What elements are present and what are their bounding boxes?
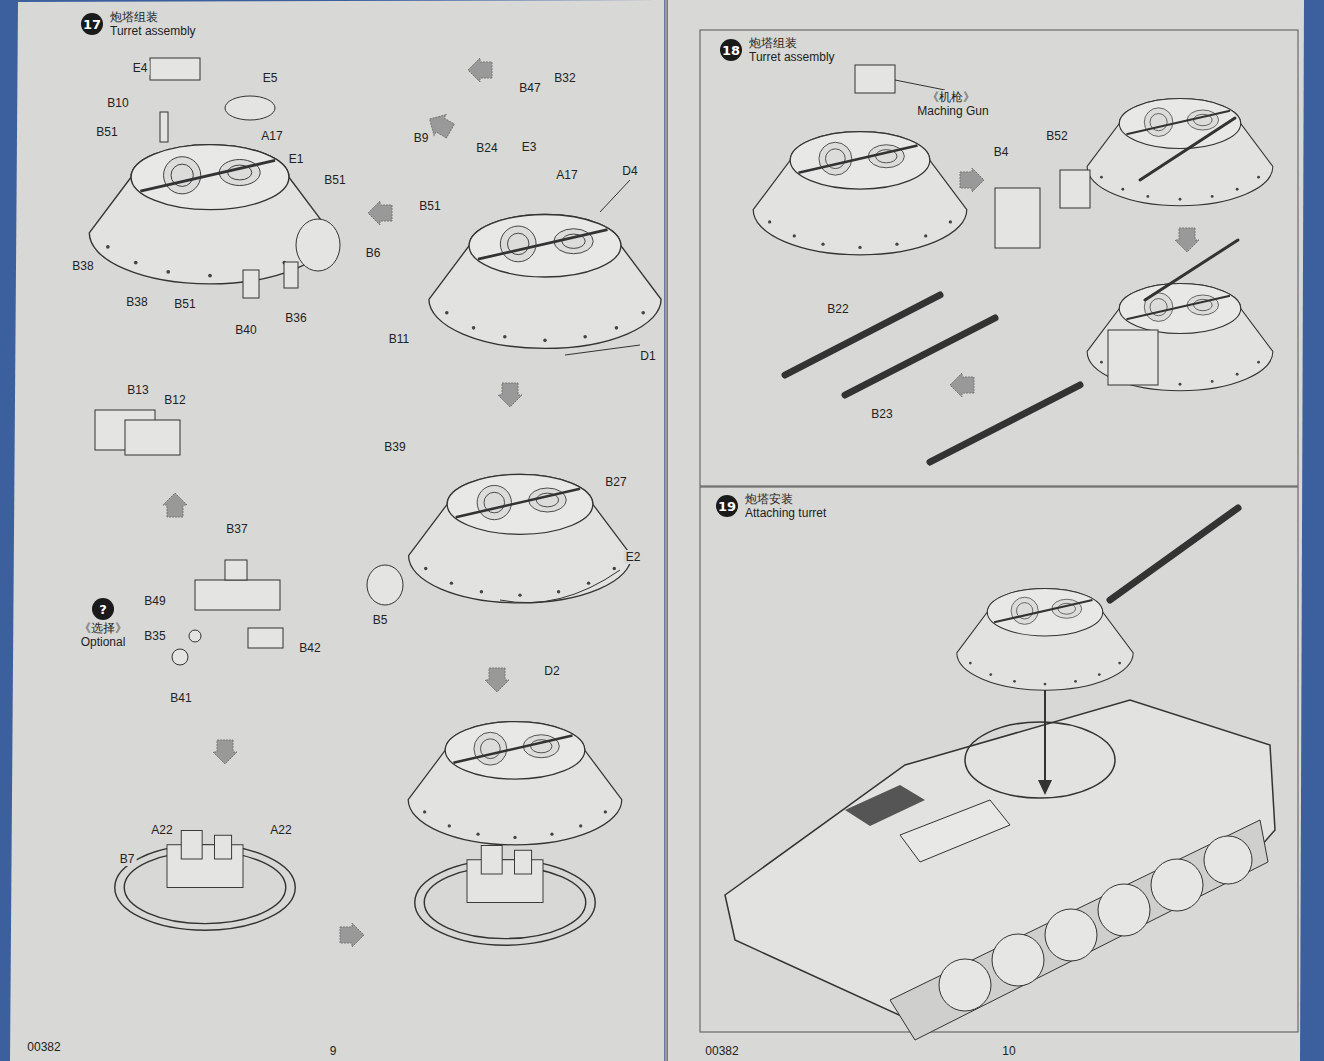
- part-number: Maching Gun: [915, 104, 990, 118]
- part-number: B36: [283, 311, 308, 325]
- part-number: B9: [412, 131, 431, 145]
- part-number: B10: [105, 96, 130, 110]
- part-number: E1: [287, 152, 306, 166]
- step-title: 炮塔组装: [109, 10, 197, 24]
- optional-marker: ?《选择》Optional: [78, 598, 128, 649]
- step-title: Attaching turret: [744, 506, 827, 520]
- step-title: Turret assembly: [748, 50, 836, 64]
- part-number: B41: [168, 691, 193, 705]
- part-number: B49: [142, 594, 167, 608]
- part-number: B12: [162, 393, 187, 407]
- gun-barrel: [785, 118, 1238, 600]
- part-number: B38: [70, 259, 95, 273]
- step-title: Turret assembly: [109, 24, 197, 38]
- page-number: 9: [328, 1044, 339, 1058]
- step-header: 17 炮塔组装Turret assembly: [81, 10, 197, 38]
- part-number: B38: [124, 295, 149, 309]
- part-number: B7: [118, 852, 137, 866]
- part-number: B51: [172, 297, 197, 311]
- part-number: B5: [371, 613, 390, 627]
- step-title: 炮塔组装: [748, 36, 836, 50]
- part-number: B42: [297, 641, 322, 655]
- step-number: ?: [92, 598, 114, 620]
- page-number: 10: [1000, 1044, 1017, 1058]
- part-number: A17: [554, 168, 579, 182]
- part-number: B47: [517, 81, 542, 95]
- part-number: B32: [552, 71, 577, 85]
- part-number: E4: [131, 61, 150, 75]
- part-number: B52: [1044, 129, 1069, 143]
- part-number: D1: [638, 349, 657, 363]
- part-number: B27: [603, 475, 628, 489]
- hull-drawing: [725, 690, 1275, 1040]
- heading-group: 《选择》Optional: [78, 621, 128, 649]
- step-title: 炮塔安装: [744, 492, 827, 506]
- part-number: B40: [233, 323, 258, 337]
- step-header: 18 炮塔组装Turret assembly: [720, 36, 836, 64]
- part-number: A17: [259, 129, 284, 143]
- part-number: B6: [364, 246, 383, 260]
- step-number: 18: [720, 39, 742, 61]
- part-number: B51: [417, 199, 442, 213]
- step-title: 《选择》: [78, 621, 128, 635]
- part-number: E2: [624, 550, 643, 564]
- part-number: 《机枪》: [925, 90, 977, 104]
- part-number: B22: [825, 302, 850, 316]
- part-number: B37: [224, 522, 249, 536]
- step-number: 17: [81, 13, 103, 35]
- part-number: B35: [142, 629, 167, 643]
- heading-group: 炮塔组装Turret assembly: [748, 36, 836, 64]
- part-number: D4: [620, 164, 639, 178]
- step-title: Optional: [80, 635, 127, 649]
- part-number: E3: [520, 140, 539, 154]
- part-number: B39: [382, 440, 407, 454]
- part-number: B51: [94, 125, 119, 139]
- step-number: 19: [716, 495, 738, 517]
- heading-group: 炮塔组装Turret assembly: [109, 10, 197, 38]
- part-number: D2: [542, 664, 561, 678]
- part-number: E5: [261, 71, 280, 85]
- part-number: B51: [322, 173, 347, 187]
- page-number: 00382: [703, 1044, 740, 1058]
- part-number: A22: [149, 823, 174, 837]
- part-number: B4: [992, 145, 1011, 159]
- part-number: B24: [474, 141, 499, 155]
- part-number: A22: [268, 823, 293, 837]
- page-number: 00382: [25, 1040, 62, 1054]
- part-drawing: [95, 58, 1158, 665]
- assembly-arrow: [163, 58, 1199, 947]
- part-number: B11: [387, 332, 411, 346]
- part-number: B13: [125, 383, 150, 397]
- step-header: 19 炮塔安装Attaching turret: [716, 492, 827, 520]
- heading-group: 炮塔安装Attaching turret: [744, 492, 827, 520]
- part-number: B23: [869, 407, 894, 421]
